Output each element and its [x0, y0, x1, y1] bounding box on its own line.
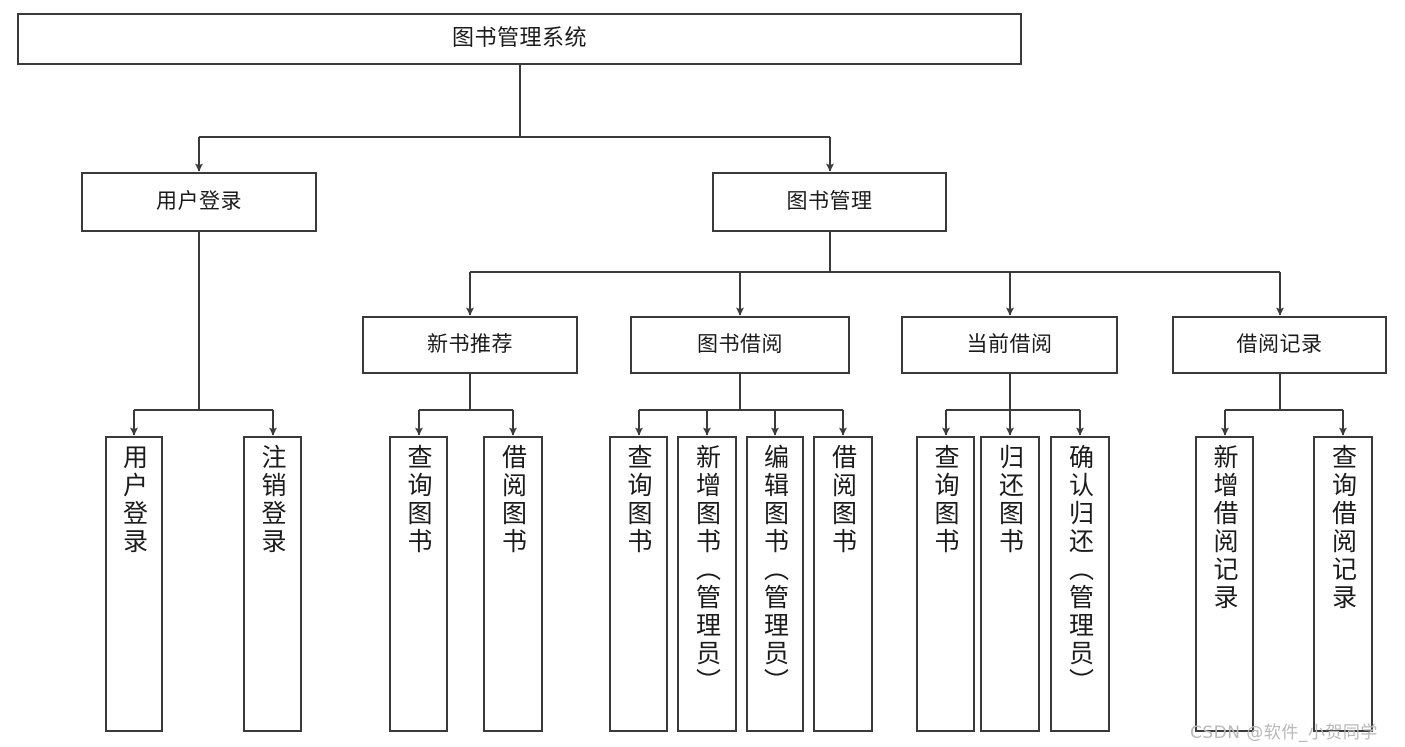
node-label: 借阅图书	[498, 444, 528, 556]
node-label: 新书推荐	[427, 332, 513, 357]
node-leaf-bo-edit[interactable]: 编辑图书（管理员）	[746, 436, 804, 732]
node-leaf-rec-query[interactable]: 查询借阅记录	[1313, 436, 1373, 732]
node-label: 查询借阅记录	[1328, 444, 1358, 612]
node-leaf-rec-add[interactable]: 新增借阅记录	[1195, 436, 1254, 732]
node-leaf-bo-query[interactable]: 查询图书	[609, 436, 668, 732]
node-label: 当前借阅	[966, 332, 1053, 357]
node-root[interactable]: 图书管理系统	[17, 13, 1022, 65]
node-login[interactable]: 用户登录	[81, 172, 317, 232]
connector-lines	[130, 65, 1347, 436]
node-records[interactable]: 借阅记录	[1172, 316, 1387, 374]
node-borrow[interactable]: 图书借阅	[630, 316, 850, 374]
node-label: 查询图书	[404, 444, 433, 556]
node-newbook[interactable]: 新书推荐	[362, 316, 578, 374]
node-current[interactable]: 当前借阅	[901, 316, 1118, 374]
node-label: 借阅图书	[828, 444, 858, 556]
node-label: 新增借阅记录	[1210, 444, 1239, 612]
node-leaf-bo-add[interactable]: 新增图书（管理员）	[677, 436, 737, 732]
node-bookmgmt[interactable]: 图书管理	[712, 172, 947, 232]
node-leaf-new-borrow[interactable]: 借阅图书	[483, 436, 543, 732]
node-leaf-user-logout[interactable]: 注销登录	[243, 436, 302, 732]
node-leaf-cur-query[interactable]: 查询图书	[916, 436, 975, 732]
node-label: 图书管理	[786, 189, 873, 214]
node-label: 查询图书	[931, 444, 960, 556]
node-label: 新增图书（管理员）	[692, 444, 722, 696]
node-label: 图书借阅	[697, 332, 783, 357]
node-leaf-user-login[interactable]: 用户登录	[105, 436, 163, 732]
node-leaf-bo-borrow[interactable]: 借阅图书	[813, 436, 873, 732]
node-label: 图书管理系统	[451, 25, 587, 51]
node-label: 注销登录	[258, 444, 287, 556]
node-leaf-cur-confirm[interactable]: 确认归还（管理员）	[1050, 436, 1110, 732]
node-label: 用户登录	[156, 189, 242, 214]
node-label: 确认归还（管理员）	[1065, 444, 1095, 696]
node-label: 借阅记录	[1236, 332, 1323, 357]
node-label: 归还图书	[995, 444, 1025, 556]
node-leaf-cur-return[interactable]: 归还图书	[980, 436, 1040, 732]
node-leaf-new-query[interactable]: 查询图书	[389, 436, 448, 732]
node-label: 编辑图书（管理员）	[760, 444, 790, 696]
node-label: 查询图书	[624, 444, 653, 556]
node-label: 用户登录	[119, 444, 149, 556]
